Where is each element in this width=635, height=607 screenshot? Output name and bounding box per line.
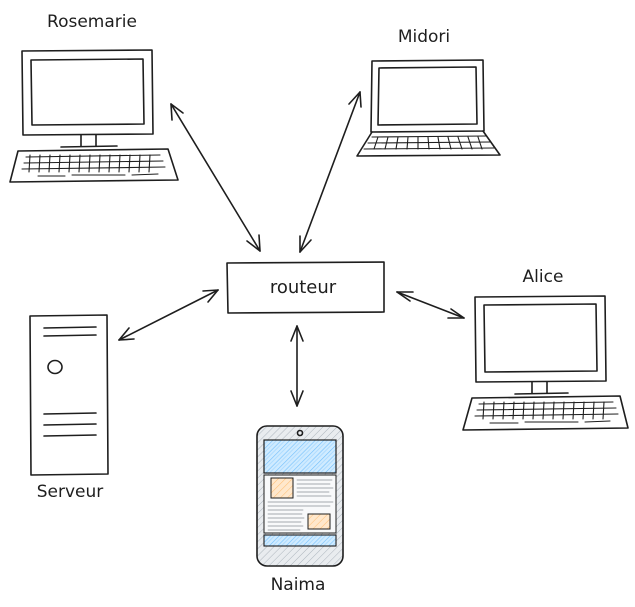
alice-label: Alice [523, 267, 564, 287]
router-label: routeur [270, 277, 337, 298]
midori-label: Midori [398, 27, 450, 47]
rosemarie-label: Rosemarie [47, 12, 137, 32]
edge-alice-router [396, 291, 465, 319]
alice-computer-icon [462, 295, 629, 431]
router-box [226, 261, 385, 314]
edge-midori-router [299, 91, 362, 253]
naima-phone-icon [256, 425, 344, 567]
midori-laptop-icon [356, 59, 501, 157]
serveur-server-icon [29, 314, 109, 476]
rosemarie-computer-icon [9, 49, 179, 183]
edge-serveur-router [118, 289, 219, 341]
serveur-label: Serveur [37, 482, 104, 502]
naima-label: Naima [271, 575, 326, 595]
edge-naima-router [290, 325, 304, 407]
edge-rosemarie-router [170, 103, 261, 252]
